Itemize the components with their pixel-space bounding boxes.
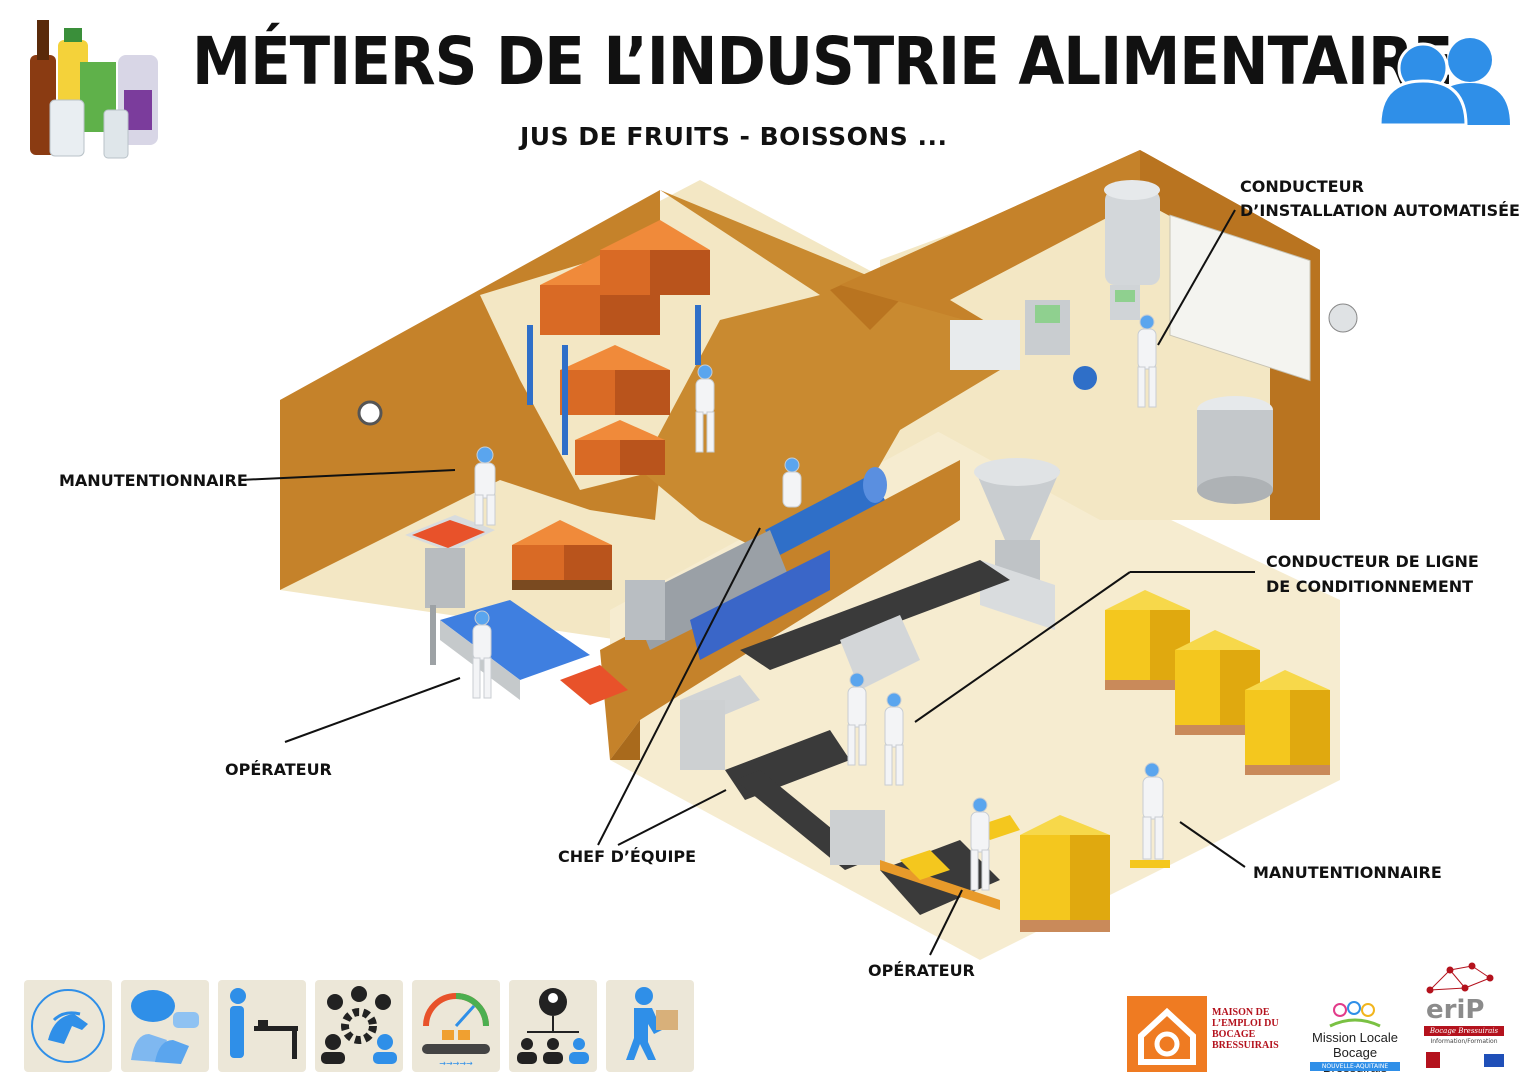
label-operateur-bottom: OPÉRATEUR	[868, 961, 975, 980]
leader-lines	[239, 209, 1255, 956]
label-conducteur-ligne-2: DE CONDITIONNEMENT	[1266, 577, 1474, 596]
packaging-line	[680, 458, 1060, 915]
mission-locale-line1: Mission Locale	[1312, 1030, 1398, 1045]
workers	[472, 314, 1164, 891]
fruit-hopper	[405, 515, 495, 665]
label-manutentionnaire-right: MANUTENTIONNAIRE	[1253, 863, 1442, 882]
label-conducteur-installation-2: D’INSTALLATION AUTOMATISÉE	[1240, 201, 1520, 220]
maison-emploi-text: MAISON DE L’EMPLOI DU BOCAGE BRESSUIRAIS	[1212, 1007, 1279, 1051]
pallet-orange-crates	[512, 520, 612, 590]
fruit-tray	[560, 665, 628, 705]
label-chef-equipe: CHEF D’ÉQUIPE	[558, 847, 697, 866]
erip-subtitle: Bocage Bressuirais	[1424, 1026, 1504, 1036]
mission-locale-logo: Mission Locale Bocage Bressuirais NOUVEL…	[1300, 1000, 1410, 1075]
page-title: MÉTIERS DE L’INDUSTRIE ALIMENTAIRE	[192, 23, 1453, 100]
team-leader-icon	[509, 980, 597, 1072]
svg-text:→→→→→: →→→→→	[439, 1059, 473, 1068]
page-subtitle: JUS DE FRUITS - BOISSONS ...	[520, 122, 948, 151]
eu-flag-icon	[1484, 1054, 1504, 1067]
bottles-illustration	[30, 20, 158, 159]
region-shield-icon	[1426, 1052, 1440, 1068]
teamwork-gear-icon	[315, 980, 403, 1072]
yellow-crate-stacks	[900, 590, 1330, 932]
people-icon	[1378, 38, 1510, 127]
label-conducteur-ligne-1: CONDUCTEUR DE LIGNE	[1266, 552, 1479, 571]
processing-tunnel	[625, 467, 887, 660]
erip-logo: eriP Bocage Bressuirais Information/Form…	[1420, 960, 1510, 1078]
left-wall	[280, 190, 660, 590]
workstation-icon	[218, 980, 306, 1072]
label-operateur-left: OPÉRATEUR	[225, 760, 332, 779]
clock-icon	[357, 400, 383, 426]
production-speed-icon: →→→→→	[412, 980, 500, 1072]
label-conducteur-installation-1: CONDUCTEUR	[1240, 177, 1364, 196]
orange-crate-stacks	[527, 220, 710, 475]
mission-locale-region: NOUVELLE-AQUITAINE	[1310, 1062, 1400, 1071]
hand-washing-icon	[24, 980, 112, 1072]
erip-wordmark: eriP	[1426, 995, 1485, 1025]
steel-tanks	[950, 180, 1358, 504]
erip-subtitle-2: Information/Formation	[1430, 1038, 1498, 1045]
hairnet-mask-gloves-icon	[121, 980, 209, 1072]
carrying-box-icon	[606, 980, 694, 1072]
maison-emploi-logo	[1127, 996, 1207, 1072]
label-manutentionnaire-left: MANUTENTIONNAIRE	[59, 471, 248, 490]
